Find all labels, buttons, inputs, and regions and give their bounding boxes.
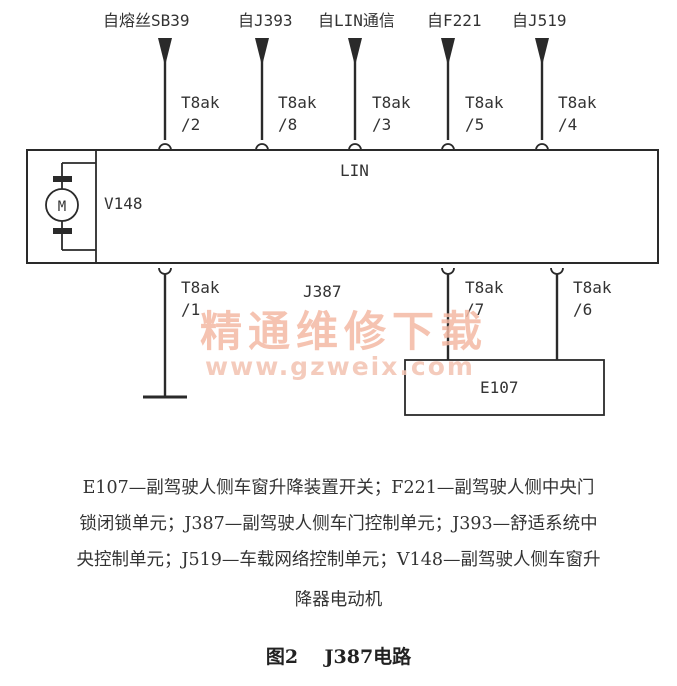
pin-num-7: /7 [465, 300, 484, 319]
top-connector-hooks [158, 143, 549, 151]
pin-num-6: /6 [573, 300, 592, 319]
pin-conn-3: T8ak [372, 93, 411, 112]
motor-symbol-text: M [58, 199, 66, 215]
arrow-lin [348, 38, 362, 66]
pin-conn-7: T8ak [465, 278, 504, 297]
watermark-url: www.gzweix.com [205, 352, 475, 381]
pin-num-8: /8 [278, 115, 297, 134]
arrow-j519 [535, 38, 549, 66]
arrow-j393 [255, 38, 269, 66]
motor-label: V148 [104, 194, 143, 213]
caption-line-4: 降器电动机 [294, 590, 383, 610]
source-label-f221: 自F221 [427, 11, 482, 30]
motor-compartment [26, 149, 97, 264]
pin-conn-6: T8ak [573, 278, 612, 297]
motor-icon: M [45, 162, 96, 251]
source-label-j519: 自J519 [512, 11, 567, 30]
source-label-sb39: 自熔丝SB39 [103, 11, 190, 30]
pin-conn-5: T8ak [465, 93, 504, 112]
figure-title-text: J387电路 [324, 646, 412, 668]
caption-line-3: 央控制单元；J519—车载网络控制单元；V148—副驾驶人侧车窗升 [76, 550, 601, 570]
arrow-f221 [441, 38, 455, 66]
pin-conn-4: T8ak [558, 93, 597, 112]
bottom-connector-hooks [158, 267, 564, 275]
pin-num-4: /4 [558, 115, 577, 134]
arrowheads [158, 38, 549, 66]
pin-conn-8: T8ak [278, 93, 317, 112]
pin-conn-2: T8ak [181, 93, 220, 112]
figure-title: 图2 J387电路 [0, 642, 677, 669]
arrow-sb39 [158, 38, 172, 66]
pin-num-2: /2 [181, 115, 200, 134]
source-label-j393: 自J393 [238, 11, 293, 30]
caption-line-1: E107—副驾驶人侧车窗升降装置开关；F221—副驾驶人侧中央门 [82, 478, 595, 498]
source-label-lin: 自LIN通信 [318, 11, 395, 30]
e107-label: E107 [480, 378, 519, 397]
watermark-cn: 精通维修下载 [200, 307, 488, 356]
e107-switch-box [404, 359, 605, 416]
caption-line-2: 锁闭锁单元；J387—副驾驶人侧车门控制单元；J393—舒适系统中 [79, 514, 598, 534]
pin-num-5: /5 [465, 115, 484, 134]
outgoing-wires [163, 274, 559, 397]
circuit-diagram: 自熔丝SB39 自J393 自LIN通信 自F221 自J519 T8ak /2… [26, 11, 659, 416]
pin-num-3: /3 [372, 115, 391, 134]
pin-num-1: /1 [181, 300, 200, 319]
pin-conn-1: T8ak [181, 278, 220, 297]
module-name-label: J387 [303, 282, 342, 301]
lin-bus-label: LIN [340, 161, 369, 180]
figure-number: 图2 [265, 646, 299, 668]
figure-caption: E107—副驾驶人侧车窗升降装置开关；F221—副驾驶人侧中央门 锁闭锁单元；J… [0, 470, 677, 618]
